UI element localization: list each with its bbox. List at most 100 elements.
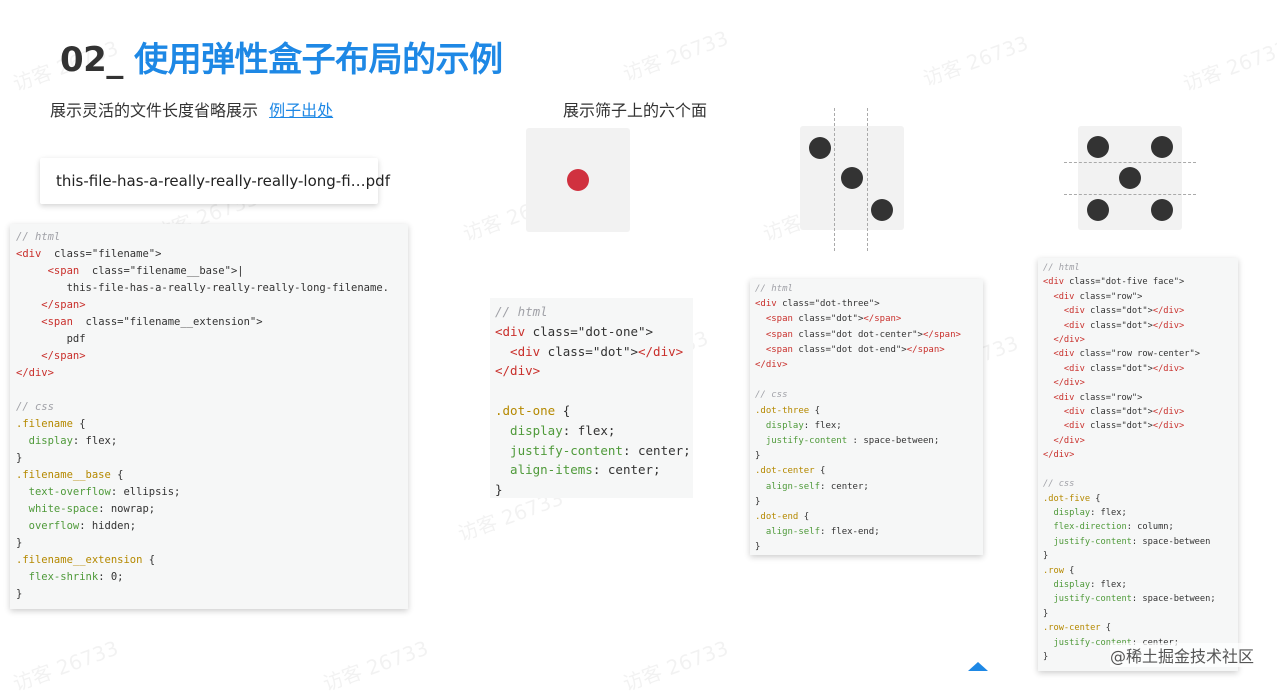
code-token: class="dot"> bbox=[1084, 363, 1153, 374]
watermark: 访客 26733 bbox=[619, 635, 732, 696]
code-token: } bbox=[1043, 651, 1049, 662]
code-token: flex-direction bbox=[1043, 522, 1127, 533]
code-token: : flex; bbox=[803, 420, 842, 431]
dot-one-code-block: // html<div class="dot-one"> <div class=… bbox=[490, 298, 693, 498]
watermark: 访客 26733 bbox=[1179, 35, 1277, 96]
code-token: </div> bbox=[495, 363, 541, 379]
code-token: </span> bbox=[16, 299, 86, 311]
code-token: class="dot-three"> bbox=[776, 299, 880, 310]
code-line: display: flex; bbox=[1043, 578, 1233, 592]
code-line: .filename { bbox=[16, 416, 402, 433]
die-dot-center bbox=[841, 167, 863, 189]
code-token: } bbox=[1043, 551, 1049, 562]
code-token: .row-center bbox=[1043, 623, 1101, 634]
code-token: // html bbox=[1043, 263, 1080, 273]
code-line: <span class="filename__extension"> bbox=[16, 314, 402, 331]
code-token: </div> bbox=[1043, 335, 1085, 346]
code-token: </div> bbox=[1152, 421, 1185, 432]
code-line: // html bbox=[755, 282, 978, 297]
die-dot bbox=[1151, 136, 1173, 158]
code-token: } bbox=[755, 496, 761, 507]
code-line: // css bbox=[1043, 477, 1233, 491]
code-token: class="row"> bbox=[1074, 291, 1143, 302]
code-token: class="dot"> bbox=[1084, 421, 1153, 432]
code-line: .dot-three { bbox=[755, 404, 978, 419]
die-dot-accent bbox=[567, 169, 589, 191]
code-token: </span> bbox=[863, 314, 902, 325]
code-line: .row { bbox=[1043, 564, 1233, 578]
code-token: } bbox=[1043, 608, 1049, 619]
code-token: align-self bbox=[755, 527, 821, 538]
code-token: flex-shrink bbox=[16, 571, 99, 583]
code-token: class="dot"> bbox=[540, 343, 638, 359]
code-token: </div> bbox=[1152, 320, 1185, 331]
example-source-link[interactable]: 例子出处 bbox=[269, 101, 334, 120]
code-token: class="row"> bbox=[1074, 392, 1143, 403]
code-token: { bbox=[798, 512, 810, 523]
code-line: <div class="dot"></div> bbox=[1043, 319, 1233, 333]
code-line: } bbox=[755, 449, 978, 464]
code-line: <div class="dot-three"> bbox=[755, 297, 978, 312]
code-line: <span class="dot dot-center"></span> bbox=[755, 328, 978, 343]
code-line bbox=[495, 381, 688, 401]
code-token: white-space bbox=[16, 503, 99, 515]
code-line: .row-center { bbox=[1043, 621, 1233, 635]
code-token: : 0; bbox=[98, 571, 124, 583]
code-token: display bbox=[495, 422, 563, 438]
code-token: justify-content bbox=[1043, 536, 1132, 547]
code-token: .row bbox=[1043, 565, 1064, 576]
code-line: overflow: hidden; bbox=[16, 518, 402, 535]
code-token: <div bbox=[1043, 320, 1085, 331]
code-line: </div> bbox=[755, 358, 978, 373]
code-token: class="dot"> bbox=[1084, 407, 1153, 418]
code-line: <div class="dot"></div> bbox=[1043, 362, 1233, 376]
code-line bbox=[1043, 463, 1233, 477]
code-line: // css bbox=[755, 388, 978, 403]
code-line: } bbox=[1043, 607, 1233, 621]
code-token: } bbox=[16, 537, 23, 549]
code-line: <span class="filename__base">| bbox=[16, 263, 402, 280]
code-token: .dot-end bbox=[755, 512, 799, 523]
code-line: <span class="dot"></span> bbox=[755, 312, 978, 327]
die-dot-center bbox=[1119, 167, 1141, 189]
code-token: } bbox=[16, 452, 23, 464]
code-token: : center; bbox=[622, 442, 691, 458]
code-line: </span> bbox=[16, 297, 402, 314]
code-token: { bbox=[814, 466, 826, 477]
code-line: flex-direction: column; bbox=[1043, 520, 1233, 534]
code-token: pdf bbox=[16, 333, 86, 345]
guide-line bbox=[1064, 194, 1196, 195]
code-token: : flex; bbox=[1090, 579, 1127, 590]
code-token: overflow bbox=[16, 520, 80, 532]
code-line: <div class="row"> bbox=[1043, 391, 1233, 405]
code-line: // html bbox=[1043, 261, 1233, 275]
code-token: .dot-one bbox=[495, 402, 556, 418]
code-token: { bbox=[555, 402, 571, 418]
code-token: <span bbox=[16, 316, 73, 328]
code-line: } bbox=[16, 450, 402, 467]
code-token: <div bbox=[495, 343, 541, 359]
code-token: display bbox=[16, 435, 73, 447]
code-line: // css bbox=[16, 399, 402, 416]
page-title: 02_ 使用弹性盒子布局的示例 bbox=[60, 32, 503, 81]
code-token: align-items bbox=[495, 462, 593, 478]
code-token: : column; bbox=[1126, 522, 1174, 533]
code-line: display: flex; bbox=[495, 421, 688, 441]
code-token: // css bbox=[16, 401, 54, 413]
code-line: .filename__extension { bbox=[16, 552, 402, 569]
filename-display: this-file-has-a-really-really-really-lon… bbox=[56, 172, 390, 190]
code-line: </div> bbox=[495, 361, 688, 381]
code-token: <div bbox=[1043, 291, 1075, 302]
code-token: class="filename__extension"> bbox=[72, 316, 263, 328]
code-line: </div> bbox=[1043, 448, 1233, 462]
code-token: <span bbox=[22, 265, 80, 277]
code-line: } bbox=[755, 540, 978, 555]
code-token: class="dot-five face"> bbox=[1063, 277, 1185, 288]
code-line bbox=[755, 373, 978, 388]
brand-logo-icon bbox=[968, 662, 988, 671]
code-token: <div bbox=[1043, 349, 1075, 360]
code-token: justify-content bbox=[495, 442, 623, 458]
code-token: <div bbox=[1043, 306, 1085, 317]
code-line: <div class="dot-five face"> bbox=[1043, 275, 1233, 289]
code-line: white-space: nowrap; bbox=[16, 501, 402, 518]
